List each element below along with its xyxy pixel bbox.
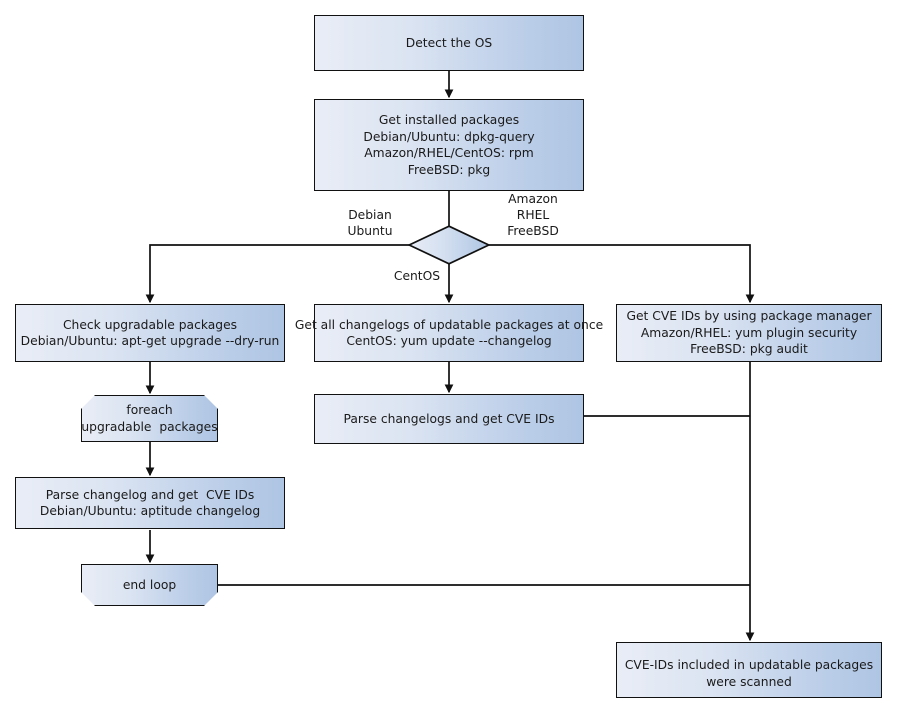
node-foreach-upgradable-packages-label: foreach upgradable packages [81,403,218,434]
edge-label-amazon-rhel-freebsd: Amazon RHEL FreeBSD [507,192,559,238]
node-parse-changelog-get-cve-ids-label: Parse changelog and get CVE IDs Debian/U… [39,487,261,519]
edge-decision-to-check [145,244,410,304]
edge-label-centos: CentOS [393,269,441,283]
node-detect-os[interactable]: Detect the OS [314,15,584,71]
node-get-installed-packages[interactable]: Get installed packages Debian/Ubuntu: dp… [314,99,584,191]
node-get-all-changelogs-label: Get all changelogs of updatable packages… [294,317,604,349]
node-scan-result[interactable]: CVE-IDs included in updatable packages w… [616,642,882,698]
edge-label-debian-ubuntu: Debian Ubuntu [347,208,393,238]
node-parse-changelogs-get-cve-ids[interactable]: Parse changelogs and get CVE IDs [314,394,584,444]
node-check-upgradable-packages[interactable]: Check upgradable packages Debian/Ubuntu:… [15,304,285,362]
node-end-loop[interactable]: end loop [81,564,218,606]
edge-decision-to-cveids [489,244,755,304]
node-get-installed-packages-label: Get installed packages Debian/Ubuntu: dp… [363,113,535,177]
node-parse-changelog-get-cve-ids[interactable]: Parse changelog and get CVE IDs Debian/U… [15,477,285,529]
node-foreach-upgradable-packages[interactable]: foreach upgradable packages [81,395,218,442]
node-parse-changelogs-get-cve-ids-label: Parse changelogs and get CVE IDs [343,411,555,426]
node-get-cve-ids-package-manager[interactable]: Get CVE IDs by using package manager Ama… [616,304,882,362]
node-os-decision[interactable] [407,225,491,265]
node-get-cve-ids-package-manager-label: Get CVE IDs by using package manager Ama… [626,309,872,357]
node-scan-result-label: CVE-IDs included in updatable packages w… [624,658,874,689]
node-end-loop-label: end loop [122,577,177,592]
decision-diamond-icon [407,225,491,265]
node-check-upgradable-packages-label: Check upgradable packages Debian/Ubuntu:… [20,317,280,349]
node-get-all-changelogs[interactable]: Get all changelogs of updatable packages… [295,304,603,362]
node-detect-os-label: Detect the OS [405,35,493,50]
